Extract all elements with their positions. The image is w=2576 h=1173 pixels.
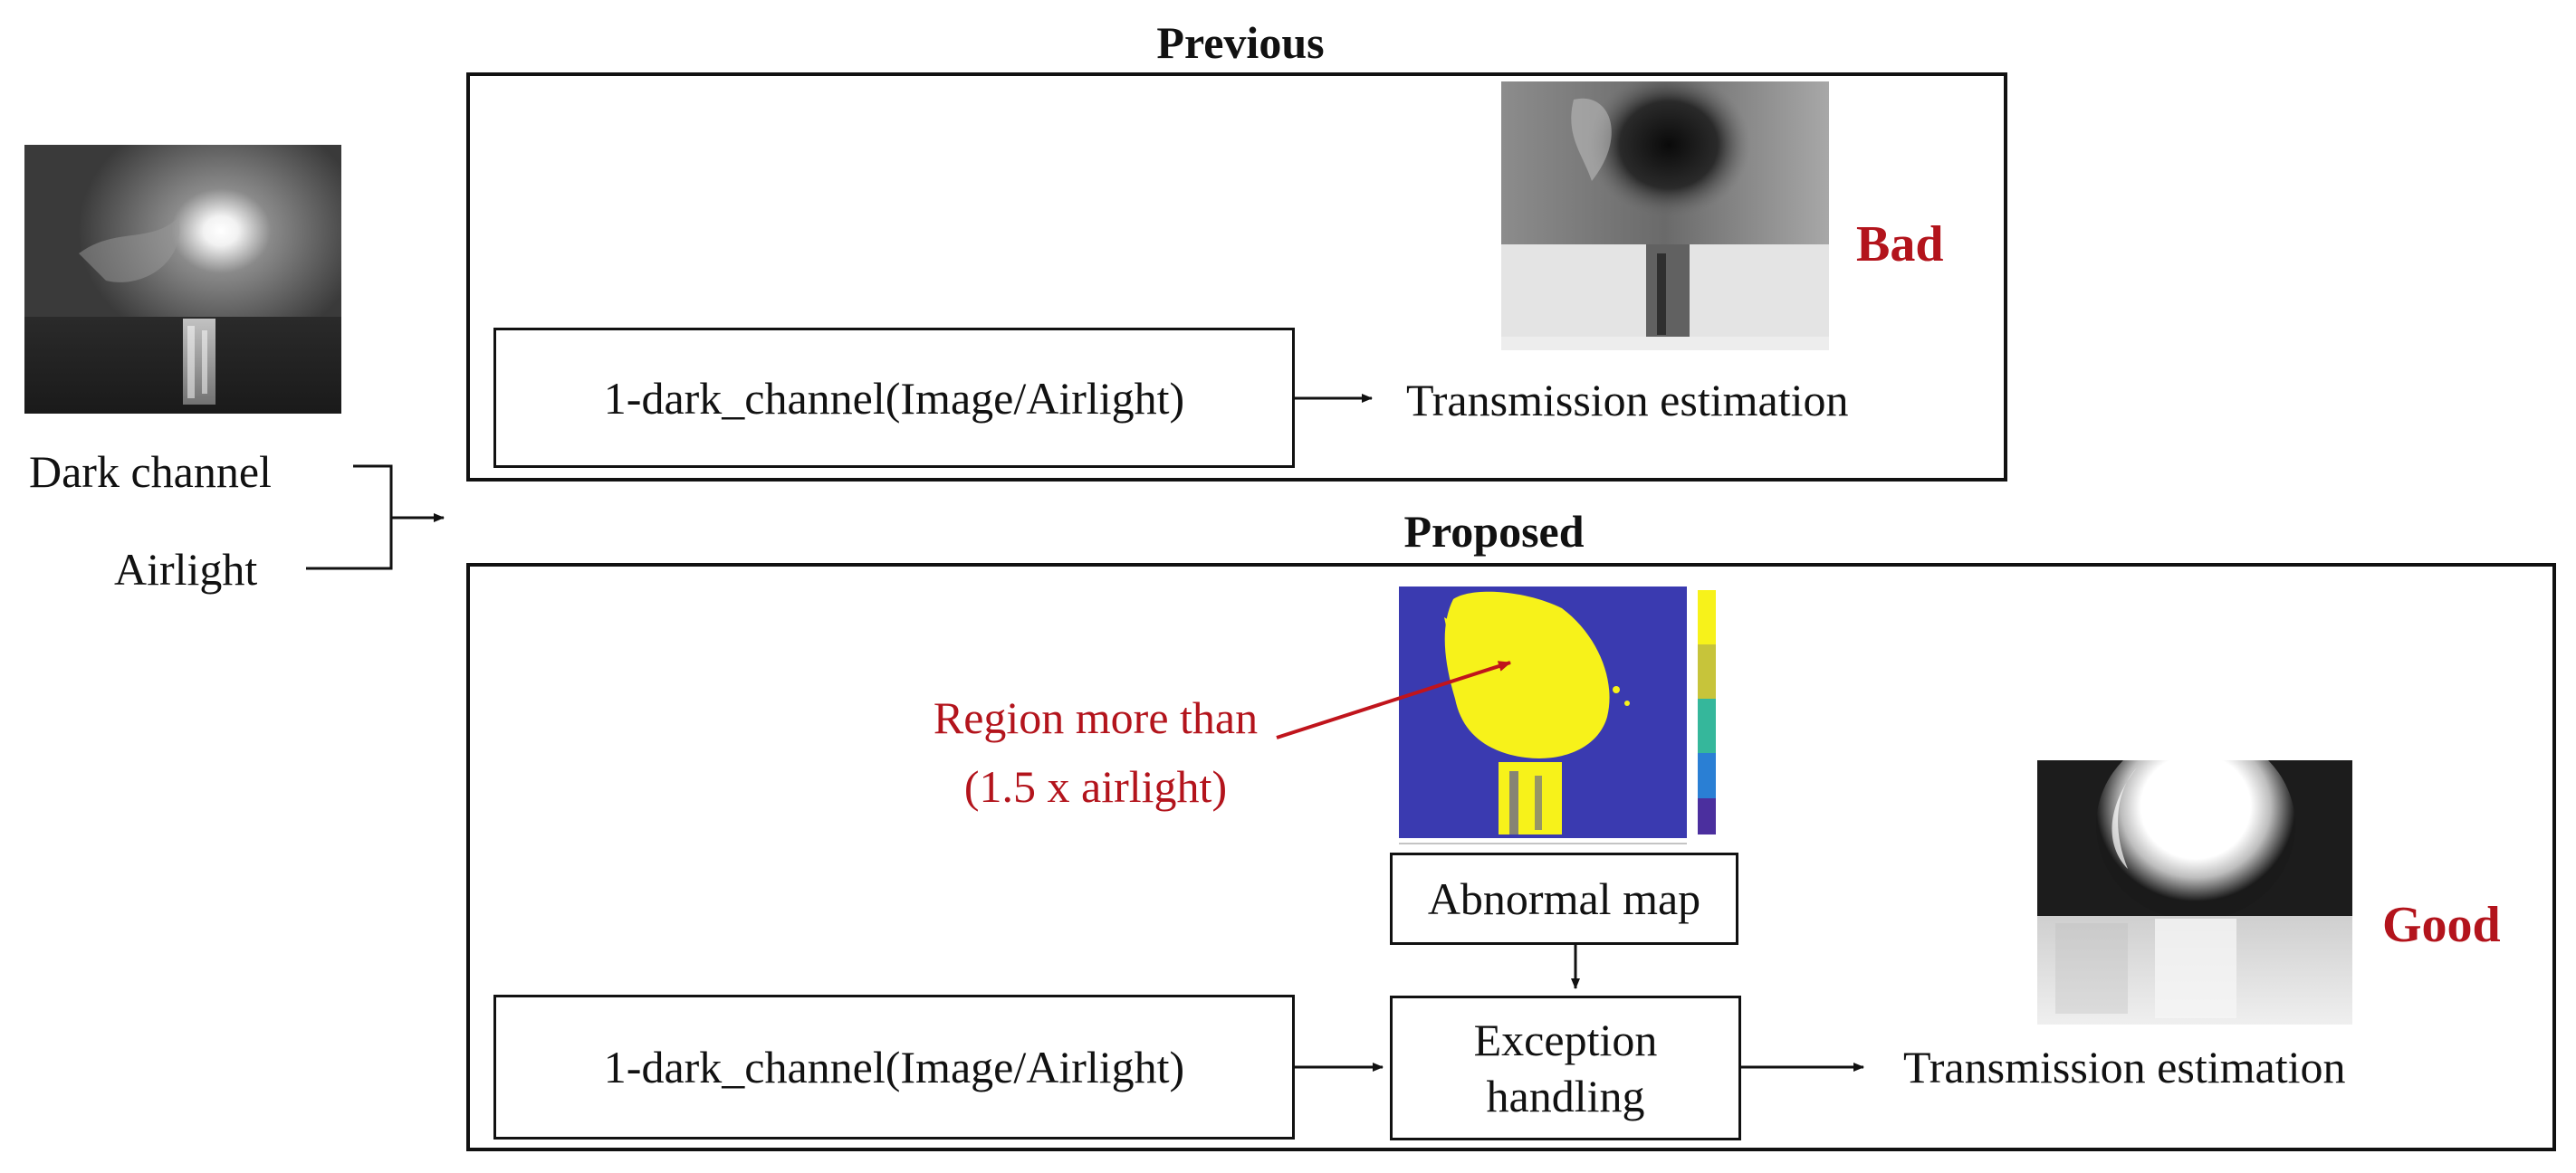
- exception-handling-line-2: handling: [1486, 1071, 1645, 1121]
- exception-handling-box: Exception handling: [1390, 996, 1741, 1140]
- exception-handling-line-1: Exception: [1473, 1014, 1658, 1065]
- previous-formula-label: 1-dark_channel(Image/Airlight): [603, 372, 1185, 424]
- proposed-formula-label: 1-dark_channel(Image/Airlight): [603, 1042, 1185, 1092]
- abnormal-map-label: Abnormal map: [1427, 873, 1701, 924]
- abnormal-map-box: Abnormal map: [1390, 853, 1738, 945]
- previous-transmission-image: [1501, 72, 1829, 350]
- previous-verdict: Bad: [1856, 216, 1944, 272]
- dark-channel-label: Dark channel: [29, 446, 272, 497]
- proposed-formula-box: 1-dark_channel(Image/Airlight): [493, 995, 1295, 1140]
- previous-formula-box: 1-dark_channel(Image/Airlight): [493, 328, 1295, 468]
- proposed-transmission-image: [2037, 730, 2352, 1025]
- annotation-line-2: (1.5 x airlight): [963, 761, 1228, 812]
- proposed-output-label: Transmission estimation: [1903, 1042, 2346, 1092]
- annotation-line-1: Region more than: [933, 692, 1259, 743]
- previous-output-label: Transmission estimation: [1406, 375, 1849, 425]
- previous-title: Previous: [1156, 17, 1325, 68]
- proposed-verdict: Good: [2382, 897, 2501, 953]
- proposed-title: Proposed: [1403, 506, 1585, 557]
- abnormal-map-image: [1390, 581, 1738, 851]
- airlight-label: Airlight: [114, 544, 258, 595]
- input-dark-channel-image: [24, 145, 341, 414]
